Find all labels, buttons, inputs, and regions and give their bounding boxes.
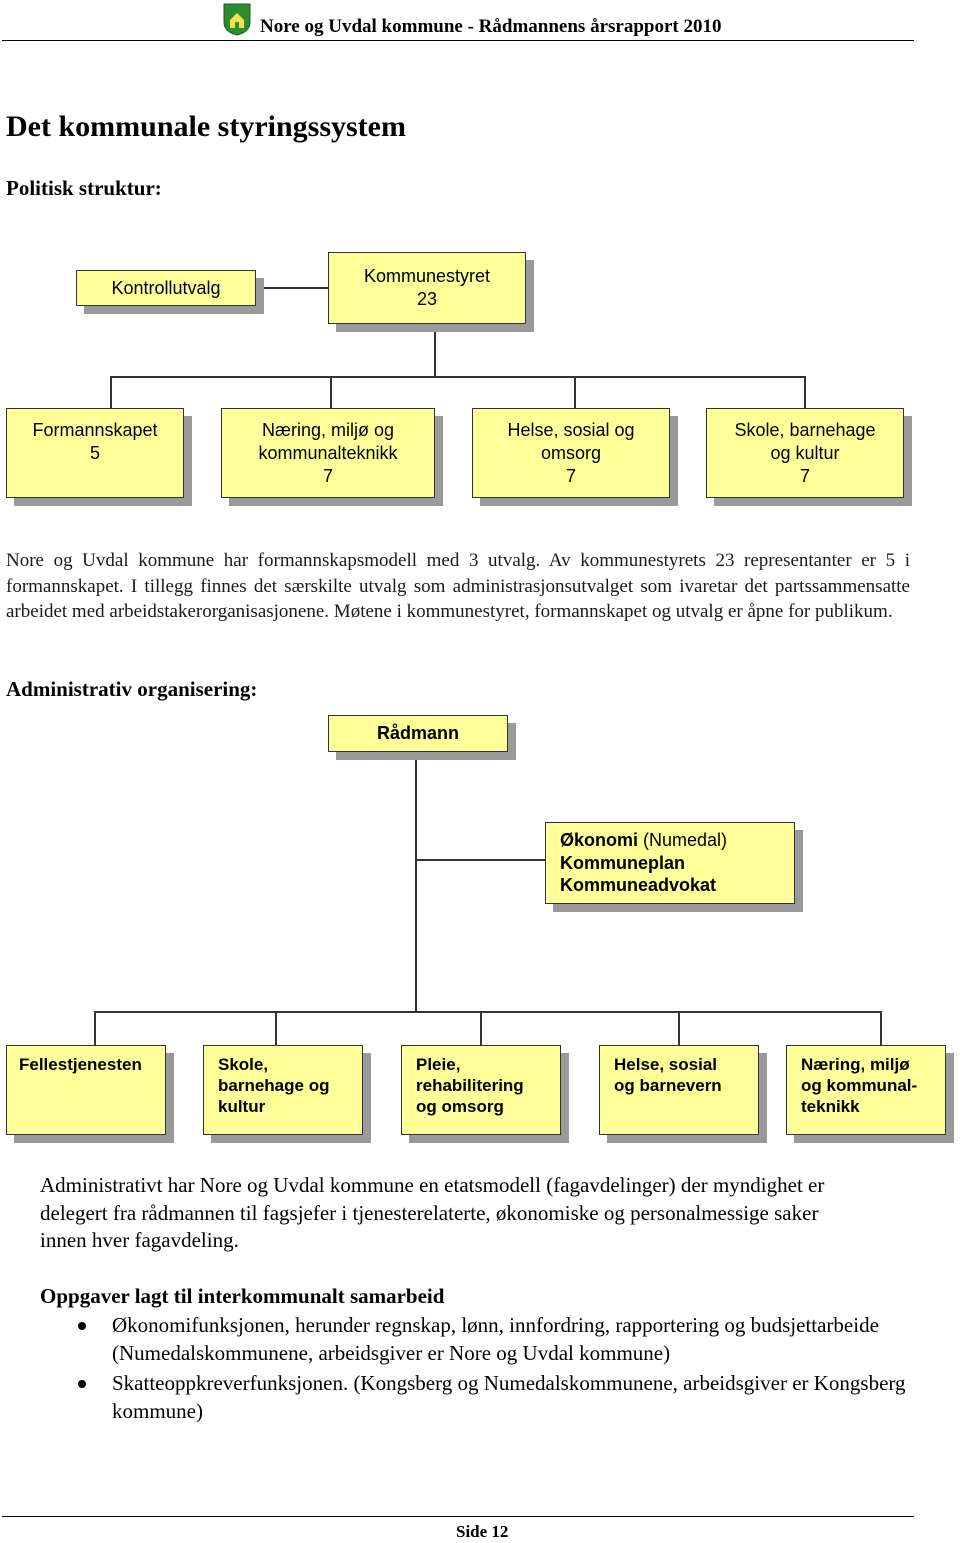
committee-count: 7 xyxy=(799,465,810,486)
committee-name: Næring, miljø og xyxy=(261,419,395,440)
radmann-label: Rådmann xyxy=(376,723,459,743)
department-line2: og kommunal- xyxy=(801,1076,918,1095)
committee-count: 7 xyxy=(565,465,576,486)
political-paragraph: Nore og Uvdal kommune har formannskapsmo… xyxy=(6,550,910,622)
connector-line xyxy=(94,1011,882,1013)
committee-name-line2: omsorg xyxy=(540,442,601,463)
header-title: Nore og Uvdal kommune - Rådmannens årsra… xyxy=(260,16,722,37)
connector-line xyxy=(880,1011,882,1045)
staff-okonomi: Økonomi xyxy=(560,830,639,851)
connector-line xyxy=(256,287,328,289)
department-line1: Fellestjenesten xyxy=(19,1055,142,1074)
list-item: Økonomifunksjonen, herunder regnskap, lø… xyxy=(40,1312,920,1367)
kommunestyret-count: 23 xyxy=(416,289,437,309)
list-item-text: Økonomifunksjonen, herunder regnskap, lø… xyxy=(112,1313,879,1365)
committee-count: 7 xyxy=(322,465,333,486)
list-item-text: Skatteoppkreverfunksjonen. (Kongsberg og… xyxy=(112,1371,906,1423)
header-divider xyxy=(2,40,914,41)
connector-line xyxy=(110,376,806,378)
connector-line xyxy=(574,376,576,408)
list-item: Skatteoppkreverfunksjonen. (Kongsberg og… xyxy=(40,1370,920,1425)
political-heading: Politisk struktur: xyxy=(6,176,162,200)
connector-line xyxy=(415,859,545,861)
committee-name-line2: kommunalteknikk xyxy=(258,442,398,463)
committee-name-line2: og kultur xyxy=(770,442,840,463)
connector-line xyxy=(434,323,436,377)
kontrollutvalg-label: Kontrollutvalg xyxy=(111,277,221,298)
department-line1: Skole, xyxy=(218,1055,269,1074)
radmann-box: Rådmann xyxy=(328,715,508,752)
staff-numedal: (Numedal) xyxy=(643,830,728,851)
kontrollutvalg-box: Kontrollutvalg xyxy=(76,270,256,306)
committee-name: Helse, sosial og xyxy=(507,419,635,440)
connector-line xyxy=(110,376,112,408)
municipality-logo-icon xyxy=(223,3,251,36)
bullet-icon xyxy=(78,1322,86,1330)
department-line2: barnehage og xyxy=(218,1076,330,1095)
kommunestyret-box: Kommunestyret 23 xyxy=(328,252,526,324)
committee-box: Skole, barnehage og kultur 7 xyxy=(706,408,904,498)
footer-divider xyxy=(2,1516,914,1517)
department-line2: rehabilitering xyxy=(416,1076,524,1095)
page-number: Side 12 xyxy=(456,1522,509,1541)
committee-box: Helse, sosial og omsorg 7 xyxy=(472,408,670,498)
tasks-heading: Oppgaver lagt til interkommunalt samarbe… xyxy=(40,1284,445,1308)
committee-box: Næring, miljø og kommunalteknikk 7 xyxy=(221,408,435,498)
department-box: Skole, barnehage og kultur xyxy=(203,1045,363,1135)
connector-line xyxy=(678,1011,680,1045)
staff-kommuneadvokat: Kommuneadvokat xyxy=(560,875,717,896)
committee-count: 5 xyxy=(89,443,100,463)
department-box: Pleie, rehabilitering og omsorg xyxy=(401,1045,561,1135)
admin-paragraph: Administrativt har Nore og Uvdal kommune… xyxy=(40,1173,825,1252)
department-box: Næring, miljø og kommunal- teknikk xyxy=(786,1045,946,1135)
kommunestyret-label: Kommunestyret xyxy=(363,266,491,286)
committee-box: Formannskapet 5 xyxy=(6,408,184,498)
page-title: Det kommunale styringssystem xyxy=(6,110,406,143)
department-line3: og omsorg xyxy=(416,1097,504,1116)
connector-line xyxy=(804,376,806,408)
connector-line xyxy=(480,1011,482,1045)
staff-kommuneplan: Kommuneplan xyxy=(560,852,686,873)
bullet-icon xyxy=(78,1380,86,1388)
department-line3: kultur xyxy=(218,1097,266,1116)
tasks-list: Økonomifunksjonen, herunder regnskap, lø… xyxy=(40,1312,920,1428)
connector-line xyxy=(275,1011,277,1045)
department-line2: og barnevern xyxy=(614,1076,722,1095)
committee-name: Skole, barnehage xyxy=(734,419,876,440)
department-line1: Pleie, xyxy=(416,1055,461,1074)
department-line1: Helse, sosial xyxy=(614,1055,718,1074)
department-line3: teknikk xyxy=(801,1097,860,1116)
committee-name: Formannskapet xyxy=(32,420,158,440)
department-box: Fellestjenesten xyxy=(6,1045,166,1135)
connector-line xyxy=(94,1011,96,1045)
staff-box: Økonomi (Numedal) Kommuneplan Kommuneadv… xyxy=(545,822,795,904)
connector-line xyxy=(330,376,332,408)
department-line1: Næring, miljø xyxy=(801,1055,910,1074)
admin-heading: Administrativ organisering: xyxy=(6,677,258,701)
connector-line xyxy=(415,752,417,1012)
department-box: Helse, sosial og barnevern xyxy=(599,1045,759,1135)
